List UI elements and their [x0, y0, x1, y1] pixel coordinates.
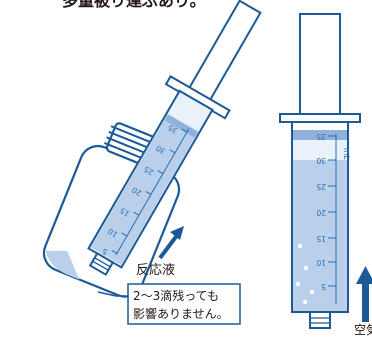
left-tick-label: 20 — [130, 185, 143, 198]
right-scale: mL 35 30 25 20 15 10 5 — [316, 132, 351, 304]
right-tick-label: 20 — [316, 208, 326, 217]
reaction-liquid-label: 反応液 — [136, 263, 175, 278]
left-tick-label: 15 — [118, 206, 131, 219]
left-syringe-figure: 35 30 25 20 15 10 5 反応液 2～3滴残っても 影響ありません… — [42, 0, 262, 325]
right-tick-label: 35 — [316, 132, 326, 141]
bubble — [303, 265, 309, 271]
bubble — [309, 289, 315, 295]
left-tick-label: 5 — [100, 246, 109, 256]
right-flange — [279, 113, 361, 123]
header-text: 多量被り運ぶあり。 — [62, 0, 206, 10]
bubble — [302, 299, 308, 305]
barrel-liquid — [90, 119, 196, 265]
up-arrow-icon — [158, 226, 184, 260]
callout-line-2: 影響ありません。 — [133, 306, 229, 321]
right-tick-label: 10 — [316, 258, 326, 267]
right-tick-label: 15 — [316, 234, 326, 243]
air-label: 空気 — [354, 322, 372, 337]
right-tick-label: 30 — [316, 156, 326, 165]
right-unit-label: mL — [342, 148, 351, 160]
callout-box — [127, 283, 241, 325]
bubble — [295, 281, 301, 287]
bubble — [297, 243, 303, 249]
callout-leader — [97, 291, 128, 297]
callout-line-1: 2～3滴残っても — [133, 288, 219, 303]
right-syringe-tip — [309, 311, 331, 329]
up-arrow-icon — [356, 266, 372, 322]
left-scale: 35 30 25 20 15 10 5 — [100, 123, 190, 257]
left-tick-label: 25 — [142, 164, 155, 177]
right-tick-label: 5 — [321, 282, 326, 291]
right-liquid — [293, 160, 347, 311]
air-gap — [293, 140, 347, 160]
left-tick-label: 10 — [106, 227, 119, 240]
plunger-rod — [185, 0, 262, 106]
right-tick-label: 25 — [316, 182, 326, 191]
residual-liquid — [45, 250, 80, 280]
left-tick-label: 30 — [154, 143, 167, 156]
right-syringe-figure: mL 35 30 25 20 15 10 5 空気 — [279, 13, 372, 337]
right-plunger-rod — [299, 13, 341, 121]
left-tick-label: 35 — [166, 123, 179, 136]
